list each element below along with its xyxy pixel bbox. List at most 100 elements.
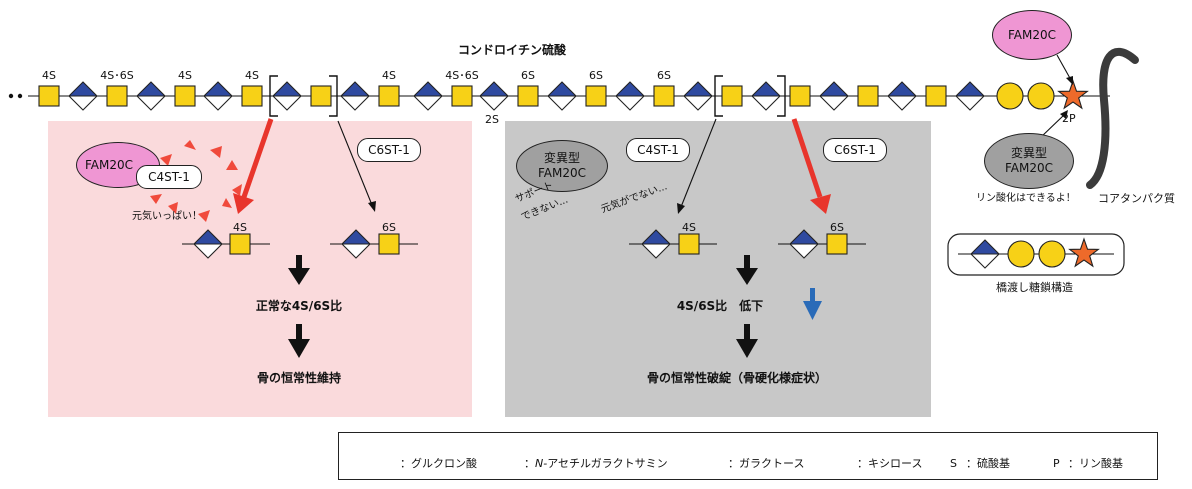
arrowhead <box>677 203 685 214</box>
galnac-square <box>241 85 263 107</box>
c4st1-label: C4ST-1 <box>637 143 679 157</box>
label-4s6s: 4S･6S <box>100 69 134 82</box>
bracket-right-a <box>329 75 338 117</box>
galnac-square <box>106 85 128 107</box>
result-homeostasis-failure: 骨の恒常性破綻（骨硬化様症状） <box>646 371 828 385</box>
energetic-annotation: 元気いっぱい！ <box>132 211 202 222</box>
legend-s-label: ：硫酸基 <box>966 457 1010 470</box>
fam20c-oval: FAM20C <box>992 10 1072 60</box>
red-arrow-c4st1 <box>241 118 274 198</box>
chain-dot <box>8 93 14 99</box>
legend-galnac-italic: N- <box>535 457 548 470</box>
glcua-diamond <box>340 81 370 111</box>
legend-gal-label: ：ガラクトース <box>728 457 805 470</box>
legend-p-label: ：リン酸基 <box>1068 457 1123 470</box>
fam20c-label: FAM20C <box>1007 27 1056 42</box>
galnac-square <box>925 85 947 107</box>
result-normal-ratio: 正常な4S/6S比 <box>255 299 343 313</box>
glcua-diamond <box>479 81 509 111</box>
c6st1-box-right: C6ST-1 <box>823 138 887 162</box>
bracket-right-b <box>777 75 786 117</box>
arrowhead <box>1066 76 1073 85</box>
galnac-square <box>789 85 811 107</box>
glcua-diamond <box>819 81 849 111</box>
legend-galnac-label: ：N-アセチルガラクトサミン <box>524 457 668 470</box>
galnac-square <box>857 85 879 107</box>
mutant-fam20c-oval-left: 変異型 FAM20C <box>516 140 608 192</box>
fam20c-label: FAM20C <box>85 157 134 172</box>
c6st1-label: C6ST-1 <box>834 143 876 157</box>
mutant-fam20c-label-1: 変異型 <box>543 151 580 165</box>
galnac-square <box>378 233 400 255</box>
core-protein-label: コアタンパク質 <box>1098 192 1175 205</box>
label-4s: 4S <box>178 69 192 82</box>
label-4s: 4S <box>42 69 56 82</box>
phosphorylation-note: リン酸化はできるよ！ <box>976 193 1076 204</box>
xylose-star <box>1058 80 1088 109</box>
mutant-fam20c-label-2: FAM20C <box>537 166 586 180</box>
galnac-square <box>174 85 196 107</box>
galnac-square <box>826 233 848 255</box>
down-arrow <box>288 268 310 285</box>
mutant-fam20c-oval: 変異型 FAM20C <box>984 133 1074 189</box>
result-homeostasis: 骨の恒常性維持 <box>256 371 342 385</box>
galactose-circle <box>996 82 1024 110</box>
galnac-square <box>585 85 607 107</box>
glcua-diamond <box>272 81 302 111</box>
product-4s-label: 4S <box>682 221 696 234</box>
galactose-circle <box>1007 240 1035 268</box>
c6st1-label: C6ST-1 <box>368 143 410 157</box>
galnac-square <box>38 85 60 107</box>
mutant-fam20c-label-2: FAM20C <box>1004 161 1053 175</box>
red-arrowhead <box>810 194 831 214</box>
glcua-diamond <box>136 81 166 111</box>
label-4s: 4S <box>245 69 259 82</box>
linkage-label: 橋渡し糖鎖構造 <box>996 281 1073 294</box>
glcua-diamond <box>203 81 233 111</box>
chain-dot <box>17 93 23 99</box>
product-4s-label: 4S <box>233 221 247 234</box>
title: コンドロイチン硫酸 <box>458 43 567 57</box>
product-6s-label: 6S <box>382 221 396 234</box>
c4st1-box: C4ST-1 <box>136 165 202 189</box>
label-6s: 6S <box>521 69 535 82</box>
glcua-diamond <box>955 81 985 111</box>
galnac-square <box>451 85 473 107</box>
mutant-fam20c-label-1: 変異型 <box>1010 146 1047 160</box>
galnac-square <box>721 85 743 107</box>
glcua-diamond <box>615 81 645 111</box>
galactose-circle <box>1038 240 1066 268</box>
galnac-square <box>229 233 251 255</box>
label-4s: 4S <box>382 69 396 82</box>
arrowhead <box>1060 110 1068 119</box>
label-2s: 2S <box>485 113 499 126</box>
bracket-left-a <box>269 75 278 117</box>
legend-glcua-label: ：グルクロン酸 <box>400 457 477 470</box>
galnac-square <box>678 233 700 255</box>
galnac-square <box>653 85 675 107</box>
glcua-diamond <box>683 81 713 111</box>
legend-xyl-label: ：キシロース <box>857 457 923 470</box>
label-2p: 2P <box>1062 112 1076 125</box>
down-arrow <box>736 339 758 358</box>
label-6s: 6S <box>657 69 671 82</box>
bracket-left-b <box>714 75 723 117</box>
glcua-diamond <box>751 81 781 111</box>
galnac-square <box>517 85 539 107</box>
thin-arrow-c6st1 <box>337 120 373 206</box>
arrowhead <box>368 201 376 212</box>
galnac-square <box>310 85 332 107</box>
glcua-diamond <box>547 81 577 111</box>
fam20c-arrow <box>1056 54 1072 81</box>
legend-galnac-rest: アセチルガラクトサミン <box>547 457 668 470</box>
c4st1-label: C4ST-1 <box>148 170 190 184</box>
legend-s-key: S <box>950 457 957 470</box>
legend-p-key: P <box>1053 457 1060 470</box>
c6st1-box: C6ST-1 <box>357 138 421 162</box>
down-arrow <box>736 268 758 285</box>
label-6s: 6S <box>589 69 603 82</box>
blue-down-arrow <box>803 301 822 320</box>
down-arrow <box>288 339 310 358</box>
red-arrow-c6st1 <box>791 118 823 198</box>
product-6s-label: 6S <box>830 221 844 234</box>
